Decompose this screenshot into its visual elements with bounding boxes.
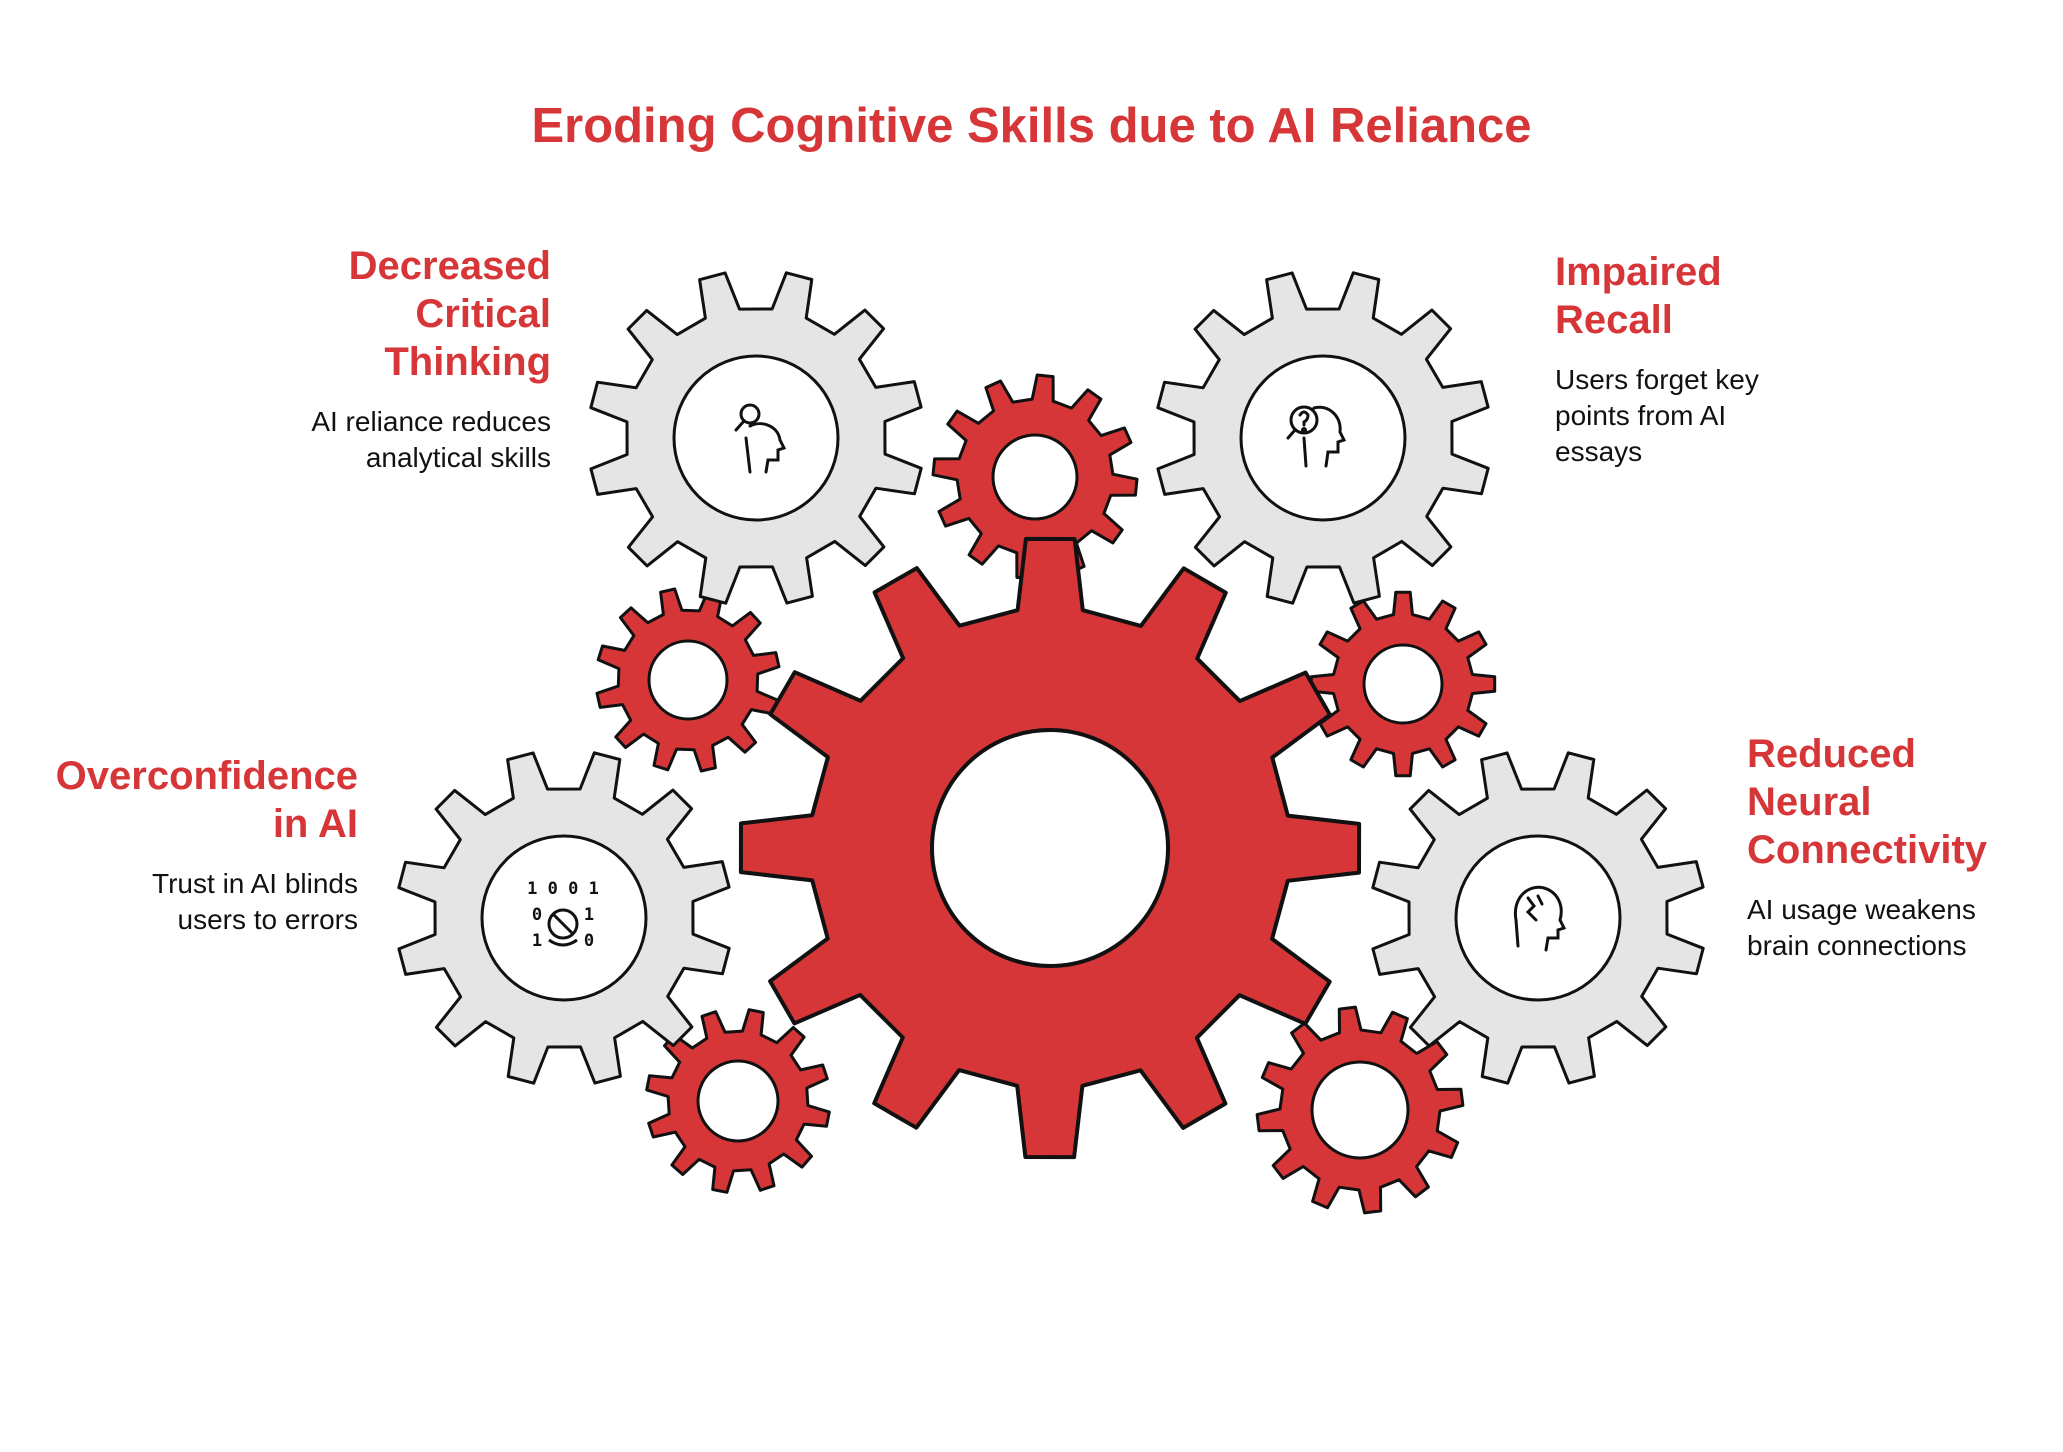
item-neural: Reduced Neural Connectivity AI usage wea… xyxy=(1747,730,1987,964)
small-gear-bottom-right xyxy=(1255,1005,1465,1215)
item-title: Impaired Recall xyxy=(1555,250,1722,342)
central-gear xyxy=(738,536,1362,1160)
item-critical: Decreased Critical Thinking AI reliance … xyxy=(311,242,551,476)
gray-gear-recall xyxy=(1156,271,1490,605)
head-question-icon xyxy=(1286,405,1347,468)
item-description: Users forget key points from AI essays xyxy=(1555,364,1759,467)
gray-gear-critical-hub xyxy=(672,354,840,522)
item-title: Decreased Critical Thinking xyxy=(348,244,551,384)
small-gear-left-hub xyxy=(647,639,729,721)
gray-gear-overconfidence-hub xyxy=(480,834,648,1002)
small-gear-right-hub xyxy=(1362,643,1444,725)
central-gear-hub xyxy=(930,728,1170,968)
head-broken-brain-icon xyxy=(1513,885,1567,952)
small-gear-top-hub xyxy=(991,433,1079,521)
head-magnifier-icon xyxy=(734,403,787,474)
gray-gear-overconfidence xyxy=(397,751,731,1085)
gray-gear-neural xyxy=(1371,751,1705,1085)
small-gear-top xyxy=(931,373,1139,581)
small-gear-bottom-right-hub xyxy=(1310,1060,1410,1160)
svg-text:0: 0 xyxy=(532,905,542,925)
item-recall: Impaired Recall Users forget key points … xyxy=(1555,248,1759,470)
binary-blind-eye-icon: 1 0 0 1 0 1 1 0 xyxy=(527,879,599,951)
item-description: Trust in AI blinds users to errors xyxy=(152,868,358,935)
svg-text:1: 1 xyxy=(584,905,594,925)
gray-gear-recall-hub xyxy=(1239,354,1407,522)
page-title: Eroding Cognitive Skills due to AI Relia… xyxy=(531,99,1532,153)
svg-text:1 0 0 1: 1 0 0 1 xyxy=(527,879,599,899)
svg-text:1: 1 xyxy=(532,931,542,951)
small-gear-left xyxy=(595,587,781,773)
small-gear-bottom-left-hub xyxy=(696,1059,780,1143)
small-gear-bottom-left xyxy=(645,1008,831,1194)
item-title: Reduced Neural Connectivity xyxy=(1747,732,1988,872)
item-overconfidence: Overconfidence in AI Trust in AI blinds … xyxy=(56,752,358,938)
item-description: AI reliance reduces analytical skills xyxy=(311,406,551,473)
gray-gear-critical xyxy=(589,271,923,605)
small-gear-right xyxy=(1309,590,1497,778)
item-description: AI usage weakens brain connections xyxy=(1747,894,1976,961)
item-title: Overconfidence in AI xyxy=(55,754,358,846)
svg-text:0: 0 xyxy=(584,931,594,951)
gray-gear-neural-hub xyxy=(1454,834,1622,1002)
